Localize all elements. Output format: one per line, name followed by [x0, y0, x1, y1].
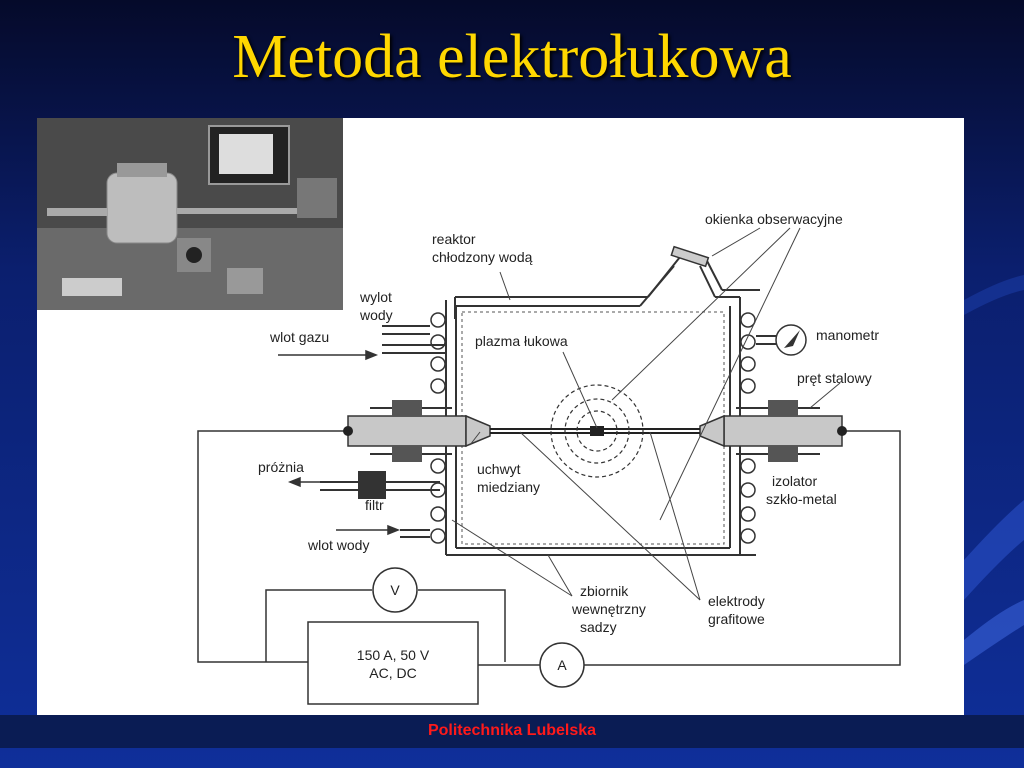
label-holder-2: miedziany — [477, 479, 540, 495]
flow-arrows — [278, 349, 401, 536]
plasma-arc — [550, 384, 644, 478]
label-steel-rod: pręt stalowy — [797, 370, 872, 386]
manometer-gauge — [756, 324, 807, 356]
label-voltmeter: V — [390, 582, 400, 598]
footer-institution: Politechnika Lubelska — [427, 722, 597, 739]
leader-lines — [451, 227, 841, 601]
label-gas-in: wlot gazu — [269, 329, 329, 345]
label-windows: okienka obserwacyjne — [705, 211, 843, 227]
observation-window — [670, 245, 710, 268]
label-supply-2: AC, DC — [369, 665, 416, 681]
label-water-in: wlot wody — [307, 537, 369, 553]
label-holder-1: uchwyt — [477, 461, 521, 477]
reactor-wall — [445, 256, 760, 556]
label-water-out-2: wody — [359, 307, 393, 323]
footer-bar — [0, 715, 1024, 748]
label-water-out-1: wylot — [359, 289, 392, 305]
label-reactor-2: chłodzony wodą — [432, 249, 533, 265]
electrode-assembly — [347, 400, 843, 462]
label-tank-3: sadzy — [580, 619, 617, 635]
label-plasma: plazma łukowa — [475, 333, 568, 349]
apparatus-photo — [37, 118, 343, 310]
label-insulator-2: szkło-metal — [766, 491, 837, 507]
terminal-right — [837, 426, 847, 436]
label-supply-1: 150 A, 50 V — [357, 647, 430, 663]
ammeter — [539, 642, 585, 688]
label-insulator-1: izolator — [772, 473, 817, 489]
label-electrodes-1: elektrody — [708, 593, 765, 609]
label-ammeter: A — [557, 657, 567, 673]
power-supply — [307, 621, 479, 705]
label-filter: filtr — [365, 497, 384, 513]
label-electrodes-2: grafitowe — [708, 611, 765, 627]
label-tank-1: zbiornik — [580, 583, 629, 599]
voltmeter — [372, 567, 418, 613]
cooling-coils-right — [740, 312, 756, 544]
label-reactor-1: reaktor — [432, 231, 476, 247]
label-manometer: manometr — [816, 327, 879, 343]
terminal-left — [343, 426, 353, 436]
electric-circuit — [197, 430, 901, 666]
cooling-coils-left — [430, 312, 446, 544]
apparatus-photo-drawing — [37, 118, 343, 310]
filter-block — [358, 471, 386, 499]
slide-title: Metoda elektrołukowa — [232, 23, 792, 91]
label-tank-2: wewnętrzny — [571, 601, 646, 617]
label-vacuum: próżnia — [258, 459, 304, 475]
